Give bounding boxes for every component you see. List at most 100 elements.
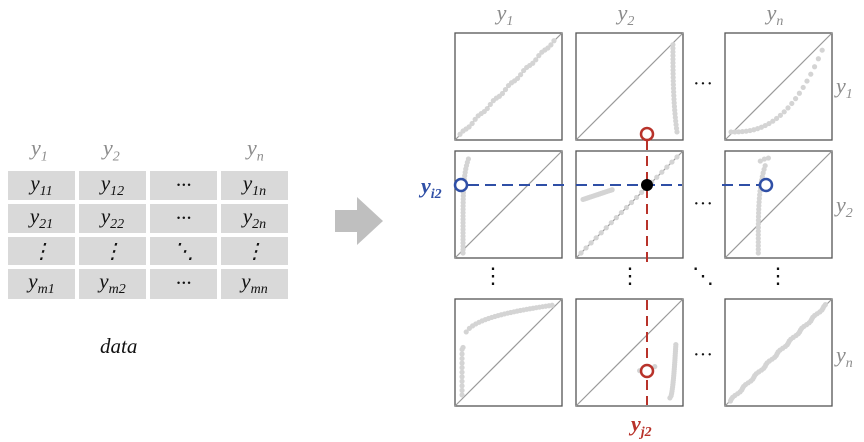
scatter-point xyxy=(484,105,490,112)
scatter-point xyxy=(549,302,555,308)
scatter-point xyxy=(736,129,742,135)
scatter-point xyxy=(487,101,493,108)
scatter-point xyxy=(670,52,676,59)
scatter-point xyxy=(756,210,762,216)
data-table: y11 y12 ··· y1n y21 y22 ··· y2n ⋮ ⋮ ⋱ ⋮ … xyxy=(4,167,292,303)
scatter-point xyxy=(761,156,767,162)
scatter-point xyxy=(755,250,761,256)
table-row: ym1 ym2 ··· ymn xyxy=(8,269,288,299)
diagonal-line xyxy=(454,298,563,407)
data-col-header-2: y2 xyxy=(103,135,120,165)
scatter-point xyxy=(811,64,818,70)
scatter-point xyxy=(578,250,584,256)
data-caption: data xyxy=(100,334,138,358)
blue-marker-left xyxy=(453,177,469,193)
scatter-point xyxy=(739,128,746,135)
scatter-point xyxy=(548,42,554,48)
marker-row-label: yi2 xyxy=(418,173,442,202)
scatter-point xyxy=(499,90,506,97)
data-col-header-1: y1 xyxy=(31,135,48,165)
scatter-point xyxy=(755,243,761,249)
scatter-point xyxy=(774,115,780,122)
scatter-point xyxy=(670,49,676,55)
scatter-point xyxy=(628,199,635,206)
scatter-point xyxy=(664,164,670,170)
red-marker-bottom xyxy=(639,363,655,379)
scatter-point xyxy=(796,90,802,96)
ellipsis-coln: ⋮ xyxy=(767,263,789,288)
scatter-point xyxy=(536,53,542,59)
scatter-point xyxy=(804,78,810,84)
scatter-point xyxy=(815,56,821,62)
scatter-point xyxy=(459,369,465,375)
scatter-point xyxy=(533,57,539,63)
scatter-point xyxy=(785,105,791,111)
scatter-point xyxy=(808,71,814,77)
table-cell: ··· xyxy=(150,269,217,299)
scatter-point xyxy=(755,228,761,234)
ellipsis-col2: ⋮ xyxy=(619,263,641,288)
scatter-point xyxy=(670,67,676,73)
matrix-row-label-2: y2 xyxy=(834,192,853,221)
table-cell: ··· xyxy=(150,204,217,234)
scatter-point xyxy=(673,342,679,348)
data-col-header-n: yn xyxy=(247,135,264,165)
table-cell: ··· xyxy=(150,171,217,201)
scatter-point xyxy=(598,230,604,236)
ellipsis-row2: ··· xyxy=(693,193,713,215)
marker-col-label: yj2 xyxy=(628,411,652,440)
matrix-col-label-n: yn xyxy=(765,0,784,29)
table-cell: y21 xyxy=(8,204,75,234)
ellipsis-rown: ··· xyxy=(693,344,713,366)
scatter-point xyxy=(755,232,761,238)
scatter-point xyxy=(551,38,557,44)
scatter-point xyxy=(670,78,676,84)
table-row: ⋮ ⋮ ⋱ ⋮ xyxy=(8,237,288,266)
scatter-point xyxy=(674,154,680,160)
scatter-point xyxy=(792,96,799,102)
scatter-point xyxy=(583,245,589,251)
scatter-point xyxy=(670,60,676,66)
scatter-point xyxy=(459,360,465,366)
scatter-point xyxy=(463,329,469,335)
scatter-point xyxy=(593,235,599,241)
diagonal-line xyxy=(724,32,833,141)
table-cell: ⋮ xyxy=(79,237,146,266)
scatter-point xyxy=(755,217,762,223)
scatter-point xyxy=(757,158,763,164)
table-cell: ym2 xyxy=(79,269,146,299)
scatter-point xyxy=(755,235,761,242)
scatter-point xyxy=(765,155,772,161)
ellipsis-diag: ⋱ xyxy=(692,263,714,288)
scatter-point xyxy=(755,221,761,227)
scatter-point xyxy=(781,109,787,115)
scatter-point xyxy=(609,187,615,193)
scatter-point xyxy=(755,224,761,231)
matrix-row-label-1: y1 xyxy=(834,73,853,102)
scatter-panels xyxy=(454,32,833,407)
right-arrow-icon xyxy=(335,197,383,245)
scatter-point xyxy=(670,82,676,88)
matrix-row-label-n: yn xyxy=(834,342,853,371)
diagonal-line xyxy=(575,298,684,407)
scatter-point xyxy=(459,365,465,371)
red-marker-top xyxy=(639,126,655,142)
table-cell: ⋮ xyxy=(8,237,75,266)
matrix-col-label-1: y1 xyxy=(495,0,514,29)
scatter-point xyxy=(459,346,465,353)
table-cell: y2n xyxy=(221,204,288,234)
scatter-point xyxy=(670,63,676,70)
scatter-point xyxy=(633,194,640,201)
scatter-point xyxy=(459,351,465,357)
scatter-point xyxy=(459,387,465,393)
scatter-point xyxy=(822,302,828,308)
scatter-point xyxy=(459,378,465,384)
table-row: y21 y22 ··· y2n xyxy=(8,204,288,234)
table-cell: ym1 xyxy=(8,269,75,299)
scatter-points xyxy=(457,38,828,404)
table-cell: ⋮ xyxy=(221,237,288,266)
matrix-col-label-2: y2 xyxy=(616,0,635,29)
scatter-point xyxy=(755,246,761,252)
scatter-point xyxy=(530,60,536,66)
